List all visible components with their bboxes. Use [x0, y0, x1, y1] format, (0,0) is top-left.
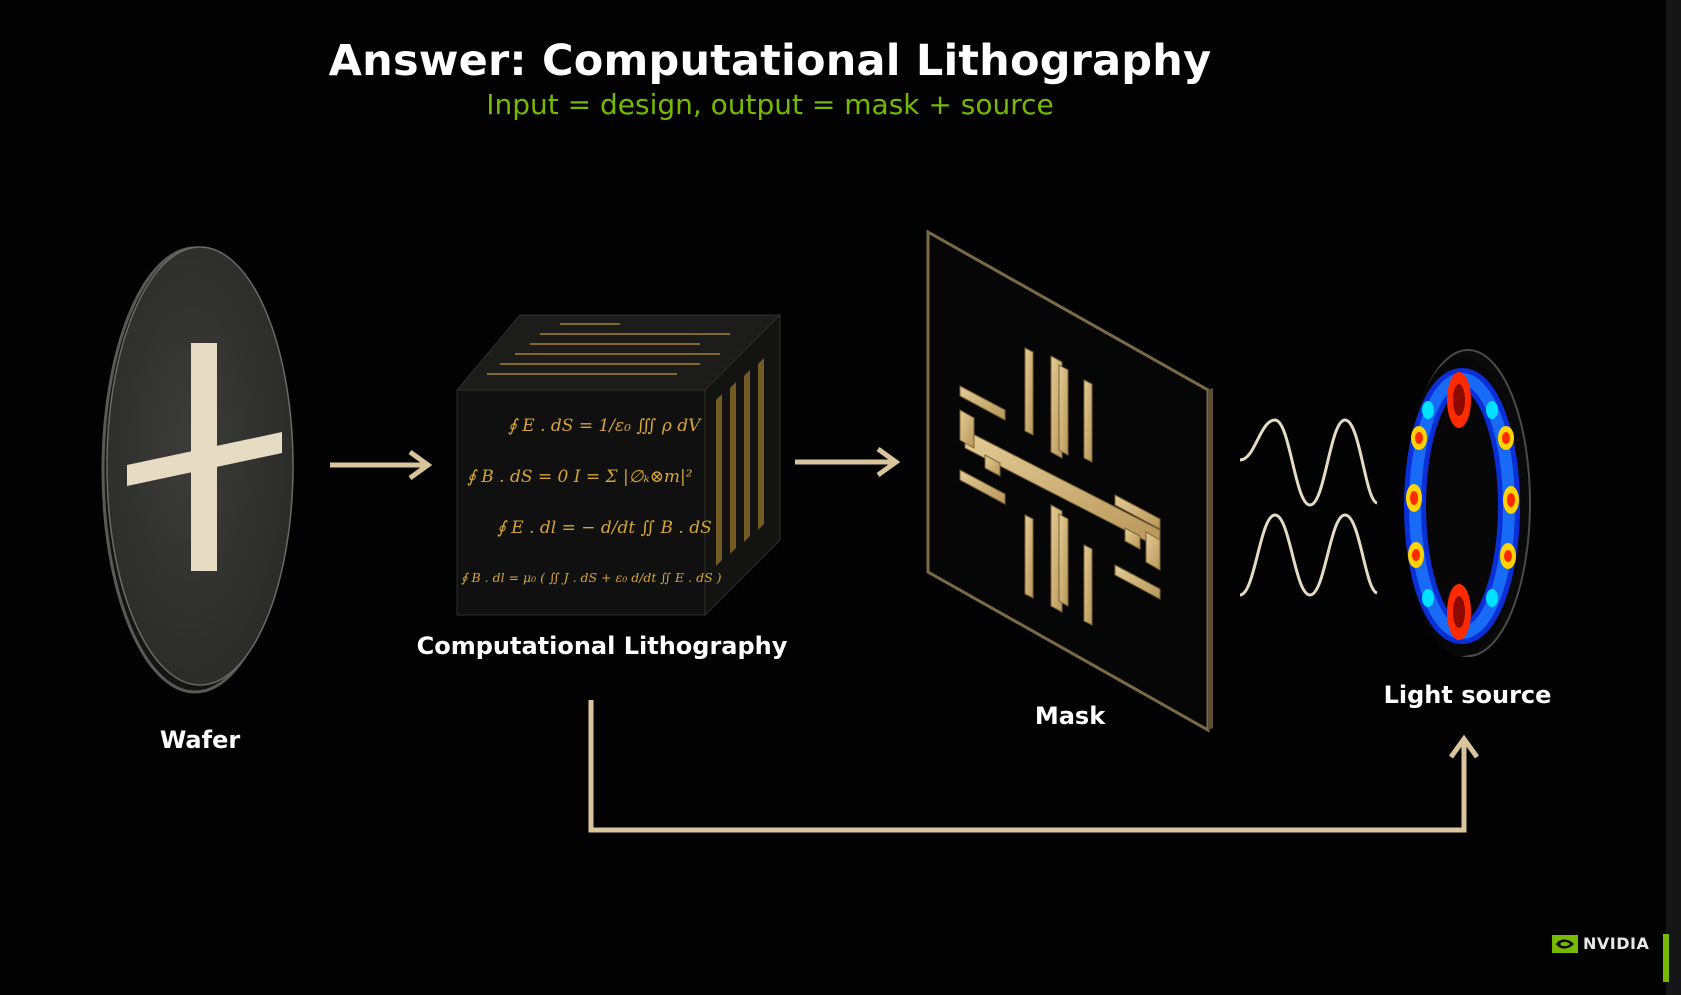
light-waves: [1239, 418, 1378, 597]
cube-equation-4: ∮ B . dl = μ₀ ( ∬ J . dS + ε₀ d/dt ∬ E .…: [461, 570, 722, 585]
source-poles: [1406, 372, 1519, 640]
wafer-cross-feature: [127, 343, 282, 571]
label-light-source: Light source: [1383, 681, 1552, 709]
cube-equation-2: ∮ B . dS = 0 I = Σ |∅ₖ⊗m|²: [467, 467, 693, 487]
progress-accent-bar: [1663, 934, 1669, 982]
mask-pattern: [959, 347, 1161, 626]
arrow-cube-to-mask: [795, 446, 901, 478]
light-source-pupil: [1404, 349, 1531, 657]
nvidia-wordmark: NVIDIA: [1583, 934, 1650, 953]
label-wafer: Wafer: [159, 726, 241, 754]
label-computational-lithography: Computational Lithography: [416, 632, 788, 660]
cube-equation-3: ∮ E . dl = − d/dt ∬ B . dS: [497, 518, 712, 538]
slide-subtitle: Input = design, output = mask + source: [486, 88, 1054, 121]
slide-edge: [1666, 0, 1681, 995]
nvidia-eye-icon: [1552, 934, 1578, 953]
top-face-equations: [487, 323, 730, 375]
nvidia-logo: NVIDIA: [1552, 934, 1649, 953]
mask-plate: [926, 229, 1213, 733]
label-mask: Mask: [1034, 702, 1106, 730]
arrow-wafer-to-cube: [330, 449, 433, 481]
arrow-cube-to-source: [588, 700, 1480, 833]
cube-equation-1: ∮ E . dS = 1/ε₀ ∭ ρ dV: [508, 416, 702, 436]
computation-cube: ∮ E . dS = 1/ε₀ ∭ ρ dV ∮ B . dS = 0 I = …: [455, 313, 782, 617]
side-face-equations: [716, 358, 764, 566]
slide-title: Answer: Computational Lithography: [328, 36, 1212, 86]
wafer-disc: [101, 246, 294, 694]
